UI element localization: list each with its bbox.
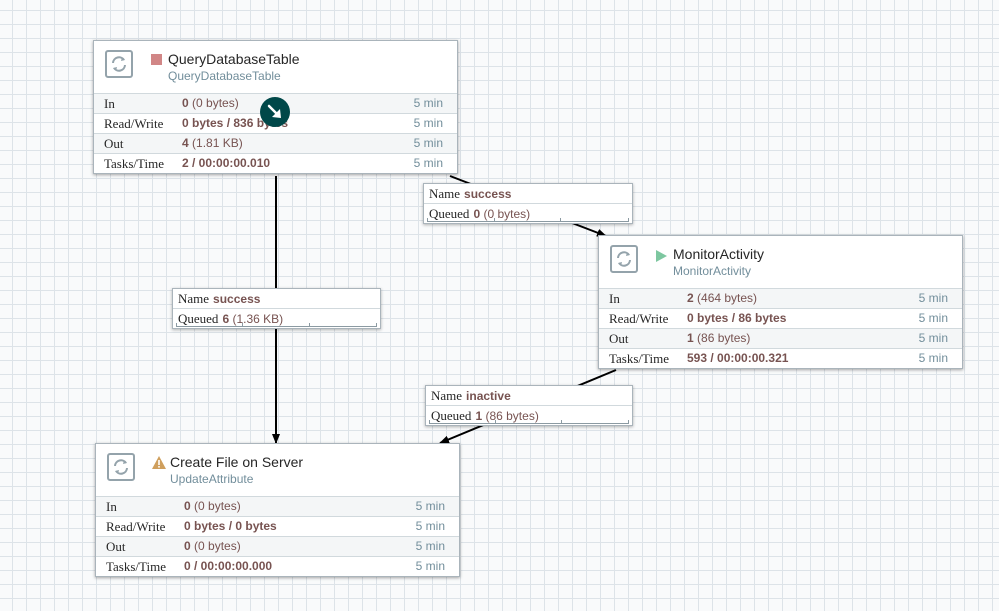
connection-queued-value: 0 (0 bytes) [473, 207, 531, 221]
stat-value: 0 (0 bytes) [182, 96, 239, 110]
connection-queued-value: 6 (1.36 KB) [222, 312, 284, 326]
stat-time: 5 min [415, 539, 445, 553]
connection-name-value: inactive [466, 389, 511, 403]
stat-time: 5 min [415, 559, 445, 573]
connection-name-value: success [213, 292, 261, 306]
stat-time: 5 min [918, 351, 948, 365]
stat-time: 5 min [413, 116, 443, 130]
stat-time: 5 min [918, 331, 948, 345]
processor-name: QueryDatabaseTable [168, 51, 300, 67]
queue-progress-bar [429, 420, 629, 424]
queue-progress-bar [427, 218, 629, 222]
processor-type: MonitorActivity [673, 264, 752, 278]
stat-label: Out [609, 331, 629, 346]
processor-type: QueryDatabaseTable [168, 69, 281, 83]
processor-header: Create File on Server UpdateAttribute [96, 444, 459, 496]
stat-row-read-write: Read/Write 0 bytes / 86 bytes 5 min [599, 308, 962, 328]
stat-row-out: Out 0 (0 bytes) 5 min [96, 536, 459, 556]
stat-row-out: Out 4 (1.81 KB) 5 min [94, 133, 457, 153]
stat-row-tasks-time: Tasks/Time 0 / 00:00:00.000 5 min [96, 556, 459, 576]
stat-time: 5 min [918, 291, 948, 305]
connection-queued-label: Queued [431, 408, 472, 423]
arrow-down-right-icon[interactable] [260, 97, 290, 127]
stat-value: 2 / 00:00:00.010 [182, 156, 271, 170]
stat-label: In [104, 96, 115, 111]
connection-name-label: Name [429, 186, 461, 201]
stat-time: 5 min [415, 519, 445, 533]
stat-label: In [106, 499, 117, 514]
processor-monitoractivity[interactable]: MonitorActivity MonitorActivity In 2 (464… [598, 235, 963, 369]
processor-icon [610, 245, 638, 273]
stat-row-read-write: Read/Write 0 bytes / 0 bytes 5 min [96, 516, 459, 536]
processor-icon [105, 50, 133, 78]
processor-type: UpdateAttribute [170, 472, 254, 486]
stat-value: 0 (0 bytes) [184, 499, 241, 513]
stop-square-icon [151, 54, 162, 65]
processor-create-file-on-server[interactable]: Create File on Server UpdateAttribute In… [95, 443, 460, 577]
stat-value: 0 bytes / 0 bytes [184, 519, 277, 533]
stat-value: 0 bytes / 86 bytes [687, 311, 787, 325]
connection-name-value: success [464, 187, 512, 201]
stat-value: 0 (0 bytes) [184, 539, 241, 553]
connection-name-label: Name [431, 388, 463, 403]
stat-value: 1 (86 bytes) [687, 331, 751, 345]
stat-row-out: Out 1 (86 bytes) 5 min [599, 328, 962, 348]
stat-value: 4 (1.81 KB) [182, 136, 243, 150]
stat-value: 2 (464 bytes) [687, 291, 758, 305]
stat-time: 5 min [918, 311, 948, 325]
stat-row-in: In 0 (0 bytes) 5 min [96, 496, 459, 516]
connection-queued-value: 1 (86 bytes) [475, 409, 539, 423]
stat-label: Read/Write [106, 519, 166, 534]
connection-queued-label: Queued [429, 206, 470, 221]
stat-time: 5 min [415, 499, 445, 513]
stat-label: Tasks/Time [609, 351, 670, 366]
connection-name-label: Name [178, 291, 210, 306]
stat-label: Read/Write [104, 116, 164, 131]
stat-label: Read/Write [609, 311, 669, 326]
queue-progress-bar [176, 323, 377, 327]
stat-time: 5 min [413, 156, 443, 170]
stat-label: Tasks/Time [104, 156, 165, 171]
play-triangle-icon [656, 249, 667, 262]
stat-label: Tasks/Time [106, 559, 167, 574]
connection-queued-label: Queued [178, 311, 219, 326]
stat-label: Out [106, 539, 126, 554]
stat-label: In [609, 291, 620, 306]
stat-value: 593 / 00:00:00.321 [687, 351, 789, 365]
stat-row-tasks-time: Tasks/Time 593 / 00:00:00.321 5 min [599, 348, 962, 368]
processor-header: MonitorActivity MonitorActivity [599, 236, 962, 288]
stat-time: 5 min [413, 96, 443, 110]
warning-triangle-icon[interactable] [152, 456, 166, 469]
processor-header: QueryDatabaseTable QueryDatabaseTable [94, 41, 457, 93]
stat-value: 0 / 00:00:00.000 [184, 559, 273, 573]
stat-label: Out [104, 136, 124, 151]
processor-icon [107, 453, 135, 481]
stat-row-tasks-time: Tasks/Time 2 / 00:00:00.010 5 min [94, 153, 457, 173]
processor-name: Create File on Server [170, 454, 304, 470]
stat-row-in: In 2 (464 bytes) 5 min [599, 288, 962, 308]
processor-name: MonitorActivity [673, 246, 765, 262]
stat-time: 5 min [413, 136, 443, 150]
